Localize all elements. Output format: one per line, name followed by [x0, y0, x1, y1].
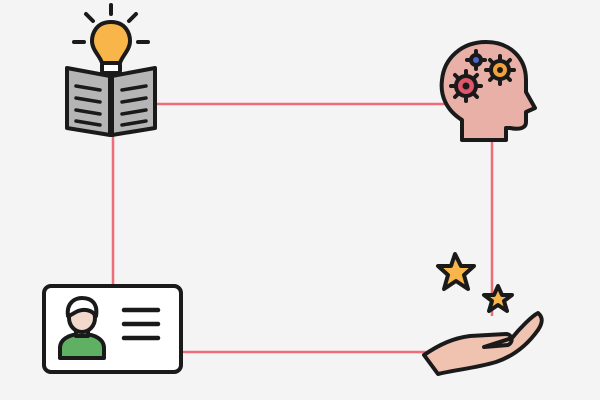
book-lightbulb-icon: [65, 3, 157, 137]
star-small-icon: [482, 284, 514, 313]
id-card-icon: [42, 284, 183, 374]
gear-red-icon: [449, 69, 483, 103]
gear-blue-icon: [465, 49, 487, 71]
connector-lines: [111, 102, 494, 354]
brain-gears-icon: [439, 40, 537, 142]
star-large-icon: [436, 252, 476, 291]
hand-stars-icon: [422, 252, 544, 376]
gear-orange-icon: [484, 54, 516, 86]
